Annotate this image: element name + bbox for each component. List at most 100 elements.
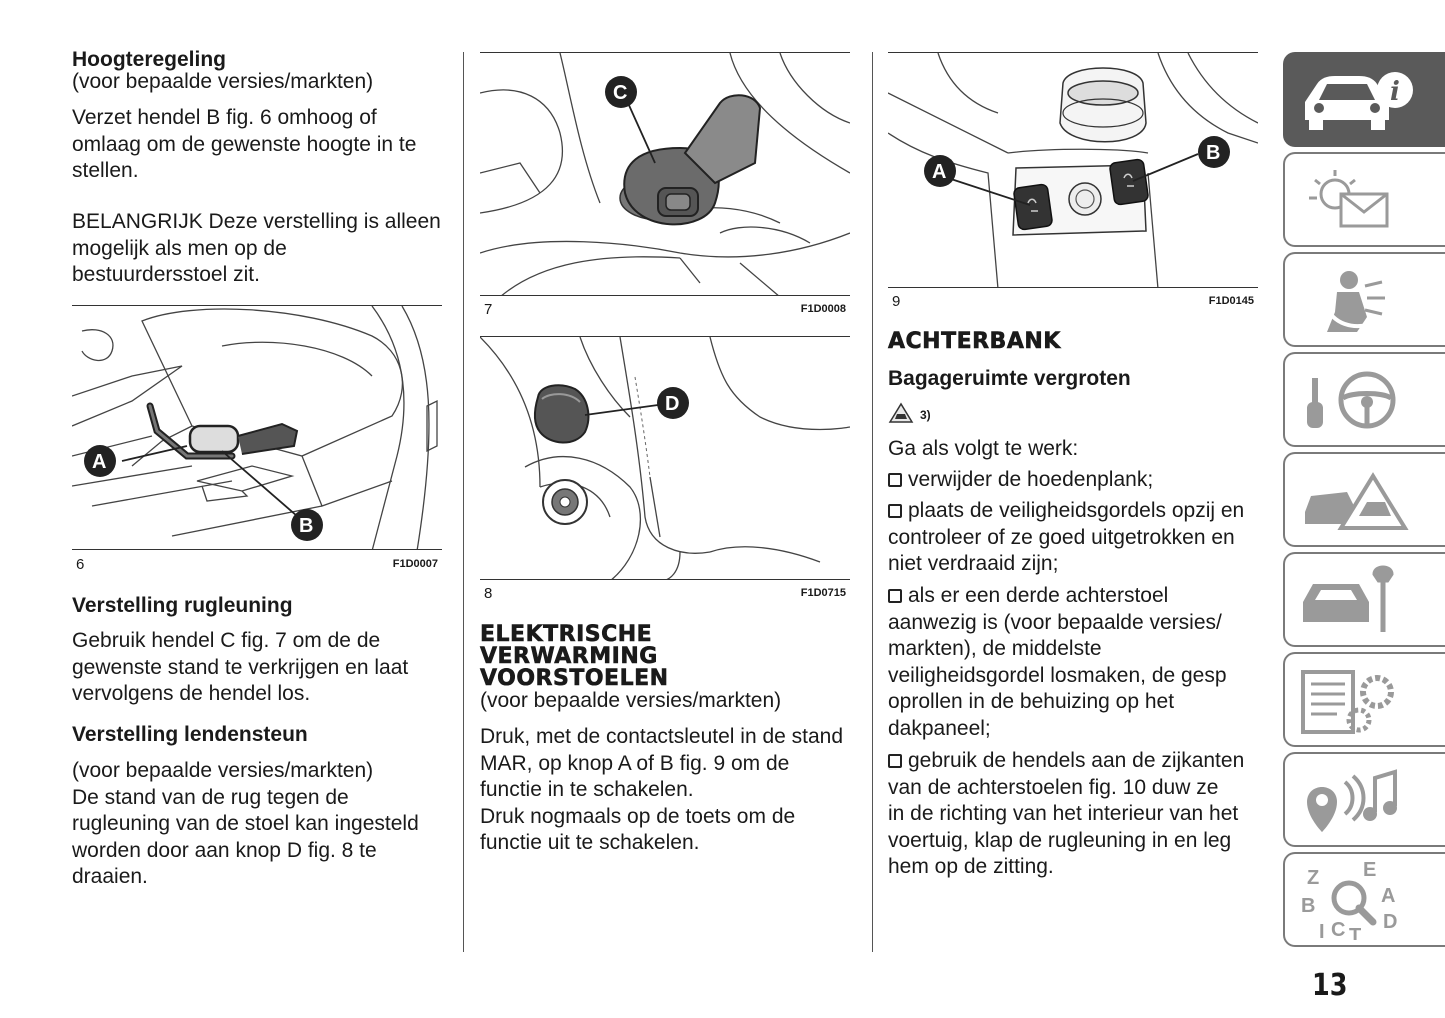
text-line: controleer of ze goed uitgetrokken en [888,525,1235,549]
text-line: functie uit te schakelen. [480,831,700,854]
text-line: in de richting van het interieur van het [888,802,1239,825]
text-line: Druk, met de contactsleutel in de stand [480,725,844,748]
text-line: gebruik de hendels aan de zijkanten [908,749,1245,772]
text-line: De stand van de rug tegen de [72,785,349,809]
text-line: worden door aan knop D fig. 8 te [72,838,377,862]
heading-lumbar-support: Verstelling lendensteun [72,723,308,746]
text-line: rugleuning van de stoel kan ingesteld [72,812,419,835]
checkbox-bullet-icon [888,473,902,487]
index-letter: Z [1307,867,1319,889]
car-maintenance-icon [1303,565,1394,632]
text-line: vervolgens de hendel los. [72,682,311,705]
figure-number: 9 [892,293,901,310]
text-line: als er een derde achterstoel [908,584,1169,607]
page-number: 13 [1312,968,1348,1003]
text-line: (voor bepaalde versies/markten) [72,759,374,782]
callout-D: D [665,393,679,415]
paragraph-lumbar: (voor bepaalde versies/markten) De stand… [72,758,452,891]
heading-line: VERWARMING [480,644,658,669]
tab-emergency[interactable] [1283,452,1445,547]
figure-9-image: A B [888,52,1258,288]
text-line: oprollen in de behuizing op het [888,690,1175,713]
backrest-lever-illustration: C [480,53,850,295]
tab-maintenance[interactable] [1283,552,1445,647]
text-line: dakpaneel; [888,716,991,740]
text-line: van de achterstoelen fig. 10 duw ze [888,775,1219,799]
index-letter: C [1331,919,1345,940]
text-line: bestuurdersstoel zit. [72,263,260,286]
text-line: Druk nogmaals op de toets om de [480,804,796,828]
text-line: Gebruik hendel C fig. 7 om de de [72,629,381,652]
index-letter: B [1301,895,1315,917]
figure-code: F1D0007 [392,558,438,570]
figure-number: 7 [484,301,493,318]
text-line: draaien. [72,865,148,888]
figure-7-image: C [480,52,850,296]
index-search-icon: Z E A B C T D I [1301,862,1397,940]
text-line: verwijder de hoedenplank; [908,468,1154,491]
airbag-safety-icon [1325,271,1385,332]
paragraph-seat-heating: Druk, met de contactsleutel in de stand … [480,724,860,857]
heading-line: ELEKTRISCHE [480,622,653,647]
warning-reference: 3) [888,400,948,426]
text-line: Verzet hendel B fig. 6 omhoog of [72,106,377,129]
heading-rear-seat: ACHTERBANK [888,329,1061,354]
tab-technical-data[interactable] [1283,652,1445,747]
seat-heating-buttons-illustration: A B [888,53,1258,287]
text-line: plaats de veiligheidsgordels opzij en [908,499,1245,522]
tab-multimedia[interactable] [1283,752,1445,847]
text-line: mogelijk als men op de [72,236,287,260]
callout-B: B [299,515,313,537]
paragraph-important-note: BELANGRIJK Deze verstelling is alleen mo… [72,209,452,289]
callout-B: B [1206,142,1220,164]
tab-car-info[interactable]: i [1283,52,1445,147]
checkbox-bullet-icon [888,504,902,518]
figure-number: 8 [484,585,493,602]
tab-index[interactable]: Z E A B C T D I [1283,852,1445,947]
car-info-icon: i [1305,72,1413,130]
index-letter: T [1349,925,1361,940]
text-line: functie in te schakelen. [480,778,694,801]
paragraph-backrest: Gebruik hendel C fig. 7 om de de gewenst… [72,628,452,708]
heading-line: VOORSTOELEN [480,666,669,691]
text-line: gewenste stand te verkrijgen en laat [72,655,409,679]
lumbar-knob-illustration: D [480,337,850,579]
text-line: MAR, op knop A of B fig. 9 om de [480,751,790,775]
text-line: niet verdraaid zijn; [888,552,1059,575]
tab-warning-lights[interactable] [1283,152,1445,247]
text-line: voertuig, klap de rugleuning in en leg [888,828,1232,852]
key-steering-wheel-icon [1307,371,1396,429]
index-letter: A [1381,885,1395,907]
bullet-item: plaats de veiligheidsgordels opzij en co… [888,498,1268,578]
bullet-item: als er een derde achterstoel aanwezig is… [888,583,1268,742]
tab-safety[interactable] [1283,252,1445,347]
heading-seat-heating-note: (voor bepaalde versies/markten) [480,689,782,712]
multimedia-icon [1307,769,1397,832]
index-letter: I [1319,921,1325,940]
text-line: omlaag om de gewenste hoogte in te [72,132,417,156]
checkbox-bullet-icon [888,589,902,603]
callout-A: A [92,451,106,473]
bullet-item: gebruik de hendels aan de zijkanten van … [888,748,1268,881]
text-line: aanwezig is (voor bepaalde versies/ [888,610,1222,634]
heading-luggage-expand: Bagageruimte vergroten [888,367,1131,390]
heading-seat-heating: ELEKTRISCHE VERWARMING VOORSTOELEN [480,622,669,691]
warning-light-message-icon [1309,170,1389,228]
car-emergency-icon [1305,472,1409,530]
callout-A: A [932,161,946,183]
index-letter: D [1383,911,1397,933]
tab-starting-driving[interactable] [1283,352,1445,447]
text-line: markten), de middelste [888,637,1102,660]
column-divider-2 [872,52,873,952]
text-line: veiligheidsgordel losmaken, de gesp [888,663,1227,687]
figure-8-image: D [480,336,850,580]
figure-number: 6 [76,556,85,573]
figure-code: F1D0715 [800,587,846,599]
figure-code: F1D0008 [800,303,846,315]
checkbox-bullet-icon [888,754,902,768]
figure-code: F1D0145 [1208,295,1254,307]
text-line: hem op de zitting. [888,855,1054,878]
warning-car-icon [888,402,914,423]
heading-backrest-adjustment: Verstelling rugleuning [72,594,293,617]
index-letter: E [1363,862,1376,881]
